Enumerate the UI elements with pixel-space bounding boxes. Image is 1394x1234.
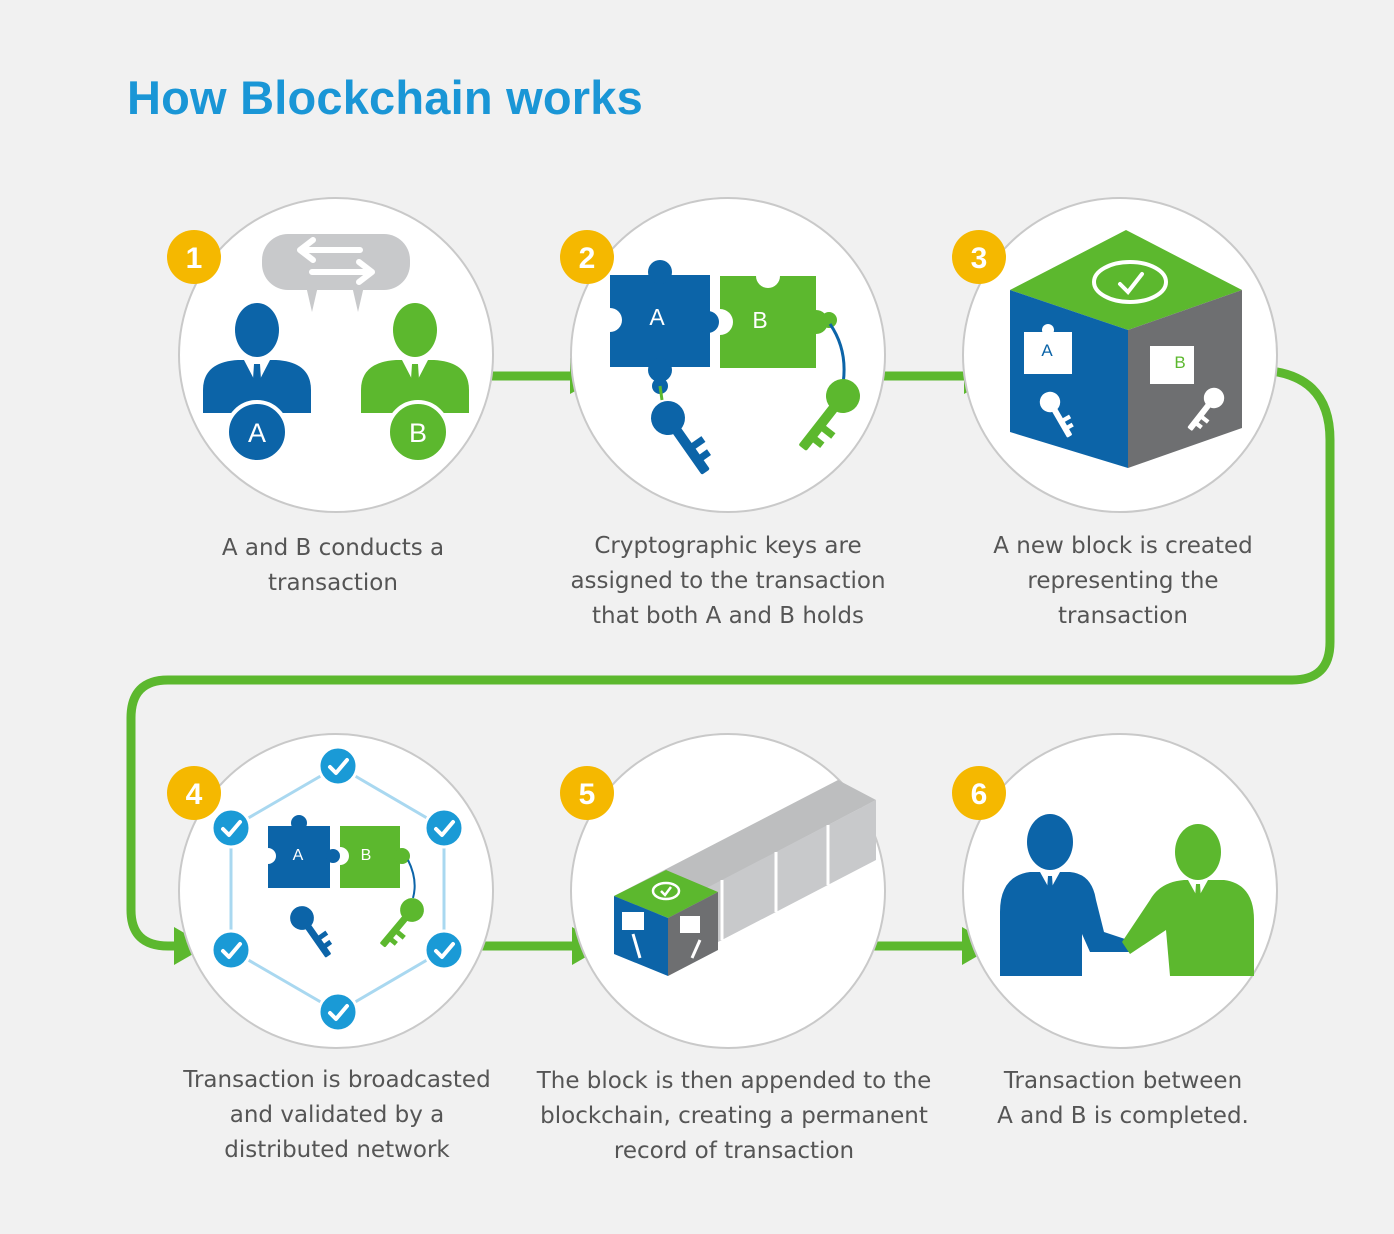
block-piece-b-label: B — [1174, 353, 1185, 372]
step-5-badge — [560, 766, 614, 820]
validator-check-icons — [210, 745, 465, 1033]
person-b-label: B — [409, 418, 427, 448]
step-3-caption: A new block is created representing the … — [993, 533, 1253, 629]
step-6-number: 6 — [971, 778, 988, 811]
step-4-badge — [167, 766, 221, 820]
puzzle-b-icon — [697, 264, 837, 368]
step-4-caption: Transaction is broadcasted and validated… — [183, 1067, 491, 1163]
network-puzzle-a-label: A — [293, 847, 304, 864]
network-puzzle-a-icon — [260, 815, 330, 888]
step-6: 6 — [952, 733, 1278, 1049]
step-6-badge — [952, 766, 1006, 820]
step-2-caption: Cryptographic keys are assigned to the t… — [570, 533, 886, 629]
step-6-caption: Transaction between A and B is completed… — [997, 1068, 1249, 1129]
network-puzzle-b-icon — [326, 826, 410, 888]
person-a-icon — [203, 303, 311, 464]
chat-arrows-icon — [262, 234, 410, 312]
connector-3-4 — [126, 365, 1335, 951]
block-cube-icon — [1010, 230, 1242, 468]
page-title: How Blockchain works — [127, 71, 643, 124]
step-5-caption: The block is then appended to the blockc… — [536, 1068, 932, 1164]
step-4-number: 4 — [186, 778, 203, 811]
step-3-badge — [952, 230, 1006, 284]
step-1-badge — [167, 230, 221, 284]
person-b-icon — [361, 303, 469, 464]
handshake-person-a-icon — [1000, 814, 1130, 976]
step-2: A B 2 — [560, 197, 886, 513]
puzzle-a-label: A — [649, 304, 665, 330]
block-piece-a-label: A — [1041, 341, 1053, 360]
person-a-label: A — [248, 418, 266, 448]
step-5: 5 — [560, 733, 886, 1049]
step-1-caption: A and B conducts a transaction — [221, 535, 445, 596]
step-2-badge — [560, 230, 614, 284]
puzzle-a-icon — [598, 260, 710, 394]
step-3-number: 3 — [971, 242, 988, 275]
step-1: A B 1 — [167, 197, 494, 513]
step-2-number: 2 — [579, 242, 596, 275]
network-puzzle-b-label: B — [361, 847, 372, 864]
blockchain-row-icon — [614, 780, 876, 976]
puzzle-b-label: B — [752, 307, 767, 333]
step-1-number: 1 — [186, 242, 203, 275]
handshake-person-b-icon — [1122, 824, 1254, 976]
step-3: A B 3 — [952, 197, 1278, 513]
step-5-number: 5 — [579, 778, 596, 811]
step-4: A B 4 — [167, 733, 494, 1049]
